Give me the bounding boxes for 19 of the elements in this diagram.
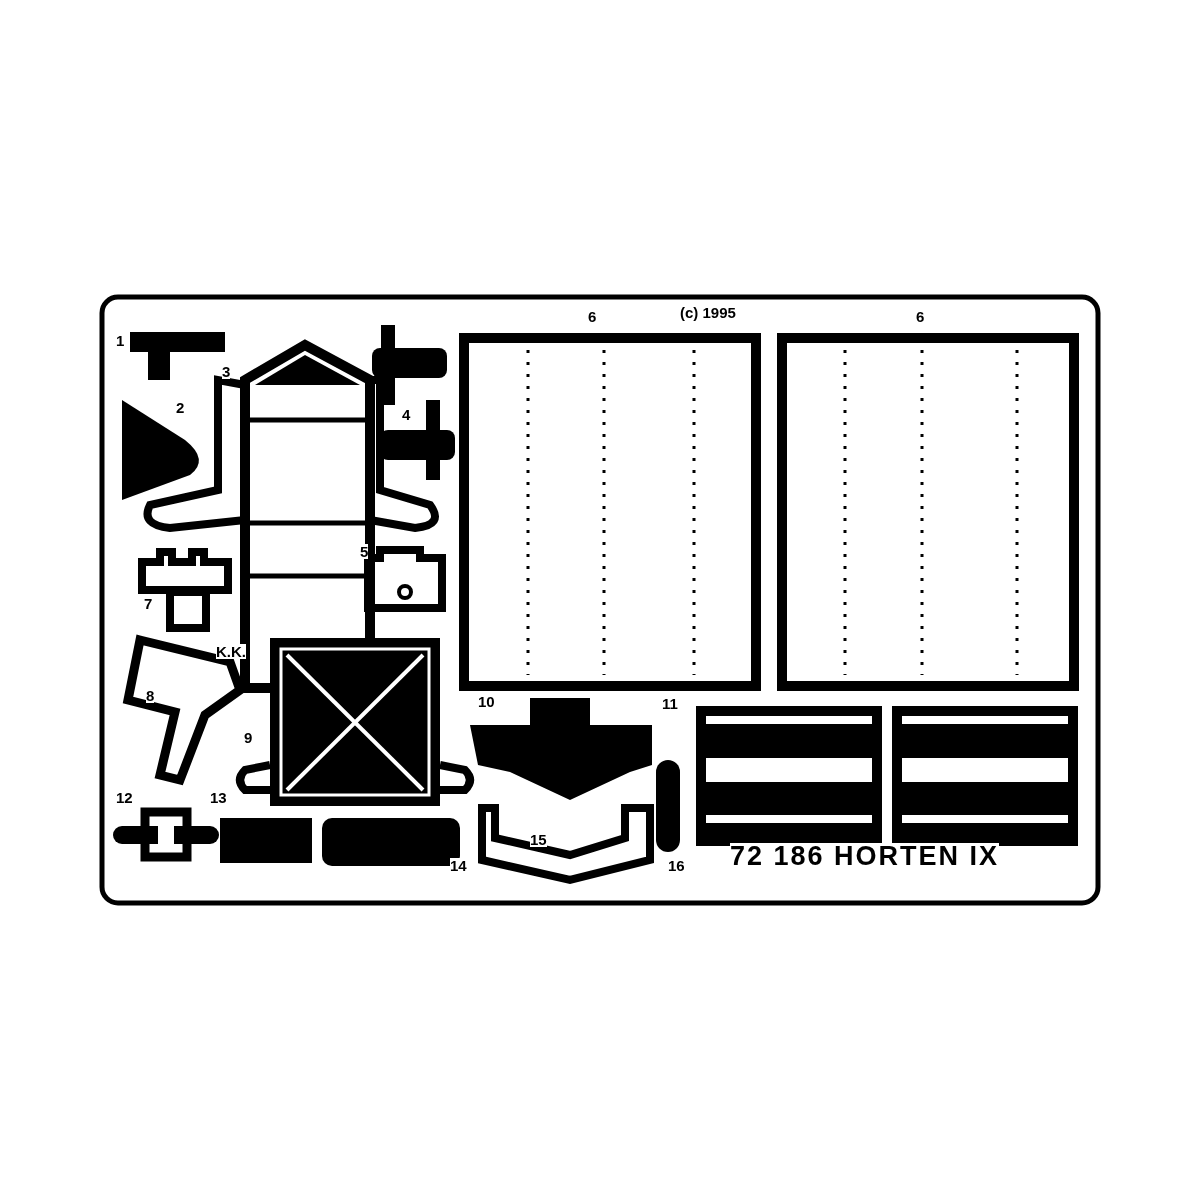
callout-number: 14 [450,858,467,873]
callout-number: 8 [146,688,155,703]
callout-number: 12 [116,790,133,805]
callout-number: 9 [244,730,253,745]
callout-number: 6 [588,309,597,324]
callout-number: 13 [210,790,227,805]
part-marking: (c) 1995 [680,305,736,320]
callout-number: 10 [478,694,495,709]
callout-number: 5 [360,544,369,559]
callout-number: 1 [116,333,125,348]
callout-number: 2 [176,400,185,415]
callout-number: 6 [916,309,925,324]
part-marking: K.K. [216,644,246,659]
callout-number: 4 [402,407,411,422]
callout-number: 7 [144,596,153,611]
callout-number: 3 [222,364,231,379]
callout-number: 16 [668,858,685,873]
callout-number: 15 [530,832,547,847]
callout-number: 11 [662,696,678,711]
